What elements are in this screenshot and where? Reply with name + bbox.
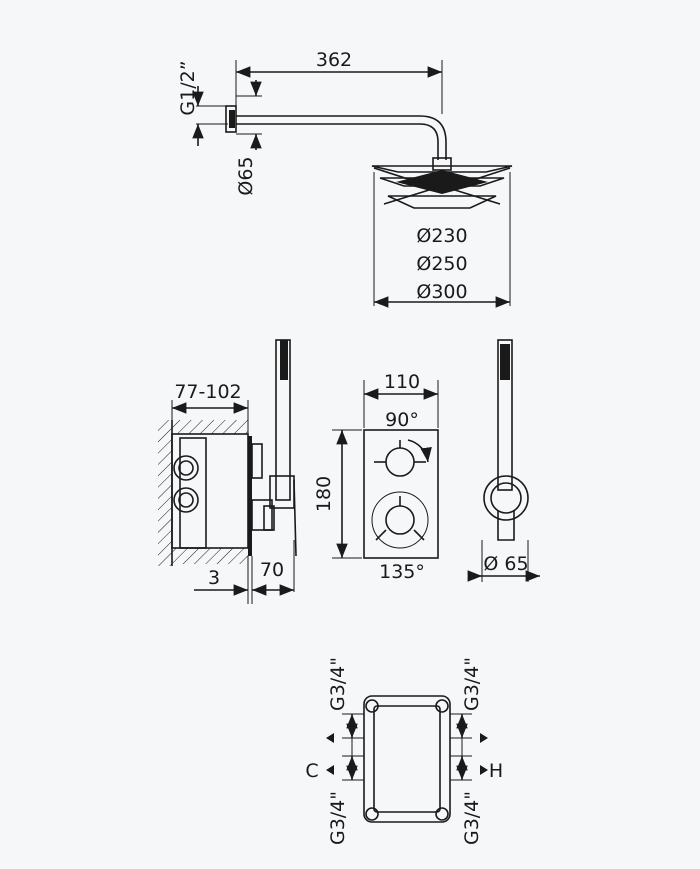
- handshower-view-drawing: [467, 339, 540, 582]
- head-diameter-230: Ø230: [416, 225, 467, 247]
- handshower-body: [497, 339, 513, 491]
- lower-knob-lever-l: [375, 529, 387, 541]
- upper-rotation-arc: [407, 439, 432, 463]
- port-top-left: [365, 699, 379, 713]
- handle-lower-knob: [263, 505, 275, 531]
- valve-body-drawing: [326, 695, 488, 823]
- thread-bottom-right-label: G3/4": [461, 791, 483, 845]
- shower-arm-drawing: [192, 60, 513, 308]
- head-line-c: [383, 185, 443, 205]
- arm-length-label: 362: [316, 49, 352, 71]
- upper-rotation-label: 90°: [385, 409, 419, 431]
- handle-lower: [251, 499, 273, 531]
- valve-body-inner: [373, 705, 441, 813]
- valve-body-outer: [363, 695, 451, 823]
- cover-thickness-label: 3: [208, 567, 220, 589]
- cover-plate: [248, 436, 252, 556]
- head-neck: [432, 157, 452, 171]
- flange-inner: [229, 110, 235, 128]
- head-line-a: [373, 167, 443, 191]
- holder-diameter-label: Ø 65: [483, 553, 528, 575]
- head-outline-1: [371, 165, 513, 173]
- wall-hatch-bottom: [172, 548, 248, 564]
- port-top-right: [435, 699, 449, 713]
- wall-hatch-top: [172, 420, 248, 434]
- plate-height-label: 180: [313, 476, 335, 512]
- valve-box: [171, 433, 249, 549]
- holder-ring-inner: [490, 482, 522, 514]
- side-view-drawing: [158, 339, 297, 604]
- holder-ring-outer: [483, 475, 529, 521]
- lower-knob-ring: [371, 491, 429, 549]
- front-view-drawing: [332, 380, 439, 559]
- cold-arrow-up: [326, 733, 334, 743]
- cartridge-bottom: [173, 487, 199, 513]
- lower-knob-lever-r: [413, 529, 425, 541]
- handshower-head: [280, 340, 288, 380]
- front-plate: [363, 429, 439, 559]
- port-bottom-left: [365, 807, 379, 821]
- flange-diameter-label: Ø65: [235, 156, 257, 195]
- head-diameter-300: Ø300: [416, 281, 467, 303]
- head-outline-3: [387, 195, 497, 209]
- arm-top: [236, 115, 447, 160]
- projection-label: 70: [260, 559, 284, 581]
- head-line-d: [441, 185, 501, 205]
- cold-arrow-down: [326, 765, 334, 775]
- cartridge-top-inner: [178, 460, 194, 476]
- lower-rotation-label: 135°: [379, 561, 425, 583]
- depth-range-label: 77-102: [174, 381, 241, 403]
- holder-stem: [497, 510, 515, 541]
- thread-top-left-label: G3/4": [327, 657, 349, 711]
- cartridge-bottom-inner: [178, 492, 194, 508]
- upper-knob: [385, 447, 415, 477]
- hot-label: H: [489, 760, 503, 782]
- head-line-b: [441, 167, 511, 191]
- head-center: [396, 170, 488, 194]
- arm-bottom: [236, 123, 439, 160]
- port-bottom-right: [435, 807, 449, 821]
- hot-arrow-up: [480, 733, 488, 743]
- wall-hatch-left: [158, 420, 172, 566]
- wall-flange: [225, 105, 237, 133]
- cartridge-top: [173, 455, 199, 481]
- thread-top-right-label: G3/4": [461, 657, 483, 711]
- hot-arrow-down: [480, 765, 488, 775]
- head-diameter-250: Ø250: [416, 253, 467, 275]
- handshower-spray: [500, 344, 510, 380]
- handle-upper: [251, 443, 263, 479]
- valve-inner: [179, 437, 207, 549]
- plate-width-label: 110: [384, 371, 420, 393]
- cold-label: C: [305, 760, 318, 782]
- inlet-thread-label: G1/2”: [177, 60, 199, 115]
- lower-knob: [385, 505, 415, 535]
- thread-bottom-left-label: G3/4": [327, 791, 349, 845]
- handshower-hose: [293, 479, 297, 557]
